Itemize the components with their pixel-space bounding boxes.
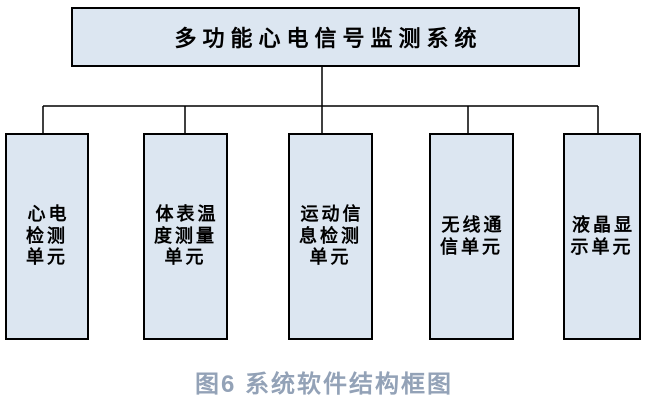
unit-node-label: 运动信 息检测 单元 (299, 204, 364, 268)
unit-node-motion-info: 运动信 息检测 单元 (288, 133, 373, 340)
unit-node-label: 体表温 度测量 单元 (154, 204, 219, 268)
unit-node-wireless-comm: 无线通 信单元 (429, 133, 514, 340)
root-node-label: 多功能心电信号监测系统 (174, 26, 483, 51)
unit-node-label: 无线通 信单元 (440, 214, 505, 257)
root-node-box: 多功能心电信号监测系统 (71, 7, 580, 67)
unit-node-label: 心电 检测 单元 (26, 204, 70, 268)
unit-node-ecg-detection: 心电 检测 单元 (5, 133, 89, 340)
unit-node-body-temperature: 体表温 度测量 单元 (143, 133, 228, 340)
unit-node-lcd-display: 液晶显 示单元 (563, 133, 641, 340)
unit-node-label: 液晶显 示单元 (570, 214, 635, 257)
figure-caption: 图6 系统软件结构框图 (194, 371, 453, 398)
